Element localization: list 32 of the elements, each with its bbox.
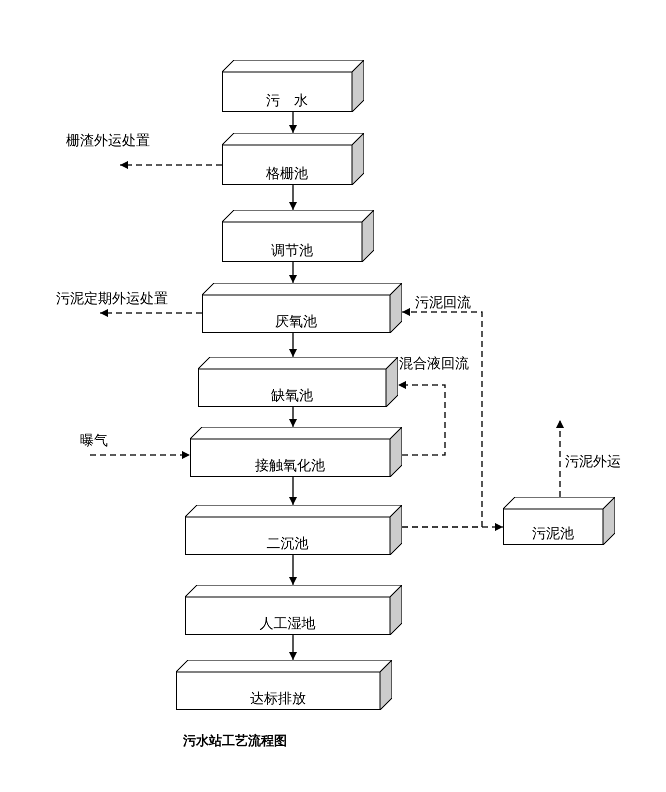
arrow — [402, 523, 503, 531]
tank-label: 调节池 — [271, 241, 313, 259]
edge-label: 混合液回流 — [399, 354, 469, 372]
arrow — [120, 161, 222, 169]
arrow — [289, 477, 297, 505]
edge-label: 污泥定期外运处置 — [56, 289, 168, 307]
arrow — [398, 381, 446, 456]
tank-label: 接触氧化池 — [255, 456, 325, 474]
tank-label: 二沉池 — [266, 534, 308, 552]
tank-label: 缺氧池 — [271, 386, 313, 404]
tank-label: 厌氧池 — [275, 312, 317, 330]
tank-label: 达标排放 — [250, 689, 306, 707]
arrow — [556, 420, 564, 497]
arrow — [100, 309, 202, 317]
arrow — [289, 407, 297, 427]
arrow — [289, 635, 297, 660]
tank-label: 人工湿地 — [260, 614, 316, 632]
edge-label: 污泥回流 — [415, 293, 471, 311]
tank-label: 污泥池 — [532, 524, 574, 542]
tank-label: 污 水 — [266, 91, 308, 109]
edge-label: 污泥外运 — [565, 452, 621, 470]
tank-label: 格栅池 — [266, 164, 308, 182]
arrow — [289, 262, 297, 283]
caption: 污水站工艺流程图 — [183, 732, 287, 750]
arrow — [289, 333, 297, 357]
arrow — [289, 185, 297, 210]
arrow — [90, 451, 190, 459]
edge-label: 曝气 — [80, 431, 108, 449]
arrow — [402, 308, 483, 528]
edge-label: 栅渣外运处置 — [66, 131, 150, 149]
arrow — [289, 555, 297, 585]
arrow — [289, 112, 297, 133]
